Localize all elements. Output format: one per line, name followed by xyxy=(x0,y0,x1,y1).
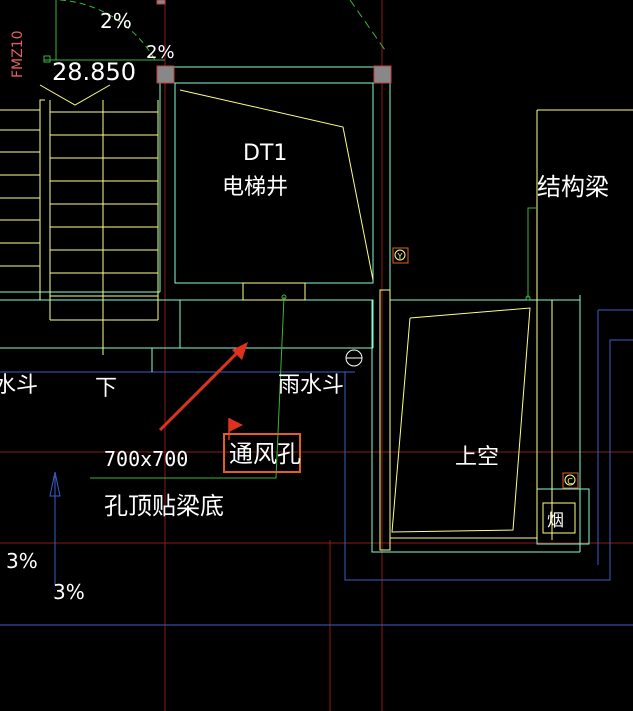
axis-marker-y-box xyxy=(392,247,409,264)
axis-marker-c-box xyxy=(562,472,579,489)
chimney-label: 烟 xyxy=(547,511,564,531)
yellow-lines xyxy=(0,84,633,551)
vent-label-selection-box[interactable] xyxy=(223,433,301,473)
flag-icon xyxy=(228,418,243,440)
slope-arrow-icon xyxy=(49,471,61,585)
slope-label-top-2: 2% xyxy=(146,42,175,63)
vent-size-label: 700x700 xyxy=(104,447,188,471)
water-scupper-right-label: 雨水斗 xyxy=(278,373,344,398)
scupper-symbol xyxy=(345,349,363,367)
column-left xyxy=(156,65,175,84)
structural-beam-label: 结构梁 xyxy=(537,173,609,201)
slope-label-top-1: 2% xyxy=(100,9,132,33)
slope-label-bottom: 3% xyxy=(53,580,85,604)
vent-note-label: 孔顶贴梁底 xyxy=(104,492,224,520)
door-label: FMZ10 xyxy=(10,30,26,78)
blue-outlines xyxy=(0,309,633,626)
void-label: 上空 xyxy=(455,445,499,470)
elevation-label: 28.850 xyxy=(52,58,136,86)
axis-marker-c-label: C xyxy=(567,477,573,486)
water-scupper-left-label: 水斗 xyxy=(0,373,38,398)
elevator-code: DT1 xyxy=(243,141,287,166)
axis-marker-y-circle xyxy=(394,249,406,261)
elevator-name: 电梯井 xyxy=(222,175,288,200)
column-right xyxy=(373,65,392,84)
green-lines xyxy=(43,0,537,479)
red-leader-arrow-icon xyxy=(158,342,248,432)
stair-down-label: 下 xyxy=(95,376,117,401)
vent-label[interactable]: 通风孔 xyxy=(229,440,301,468)
axis-marker-c-circle xyxy=(564,474,576,486)
column-top xyxy=(156,0,166,5)
axis-marker-y-label: Y xyxy=(397,252,403,261)
slope-label-left: 3% xyxy=(6,549,38,573)
